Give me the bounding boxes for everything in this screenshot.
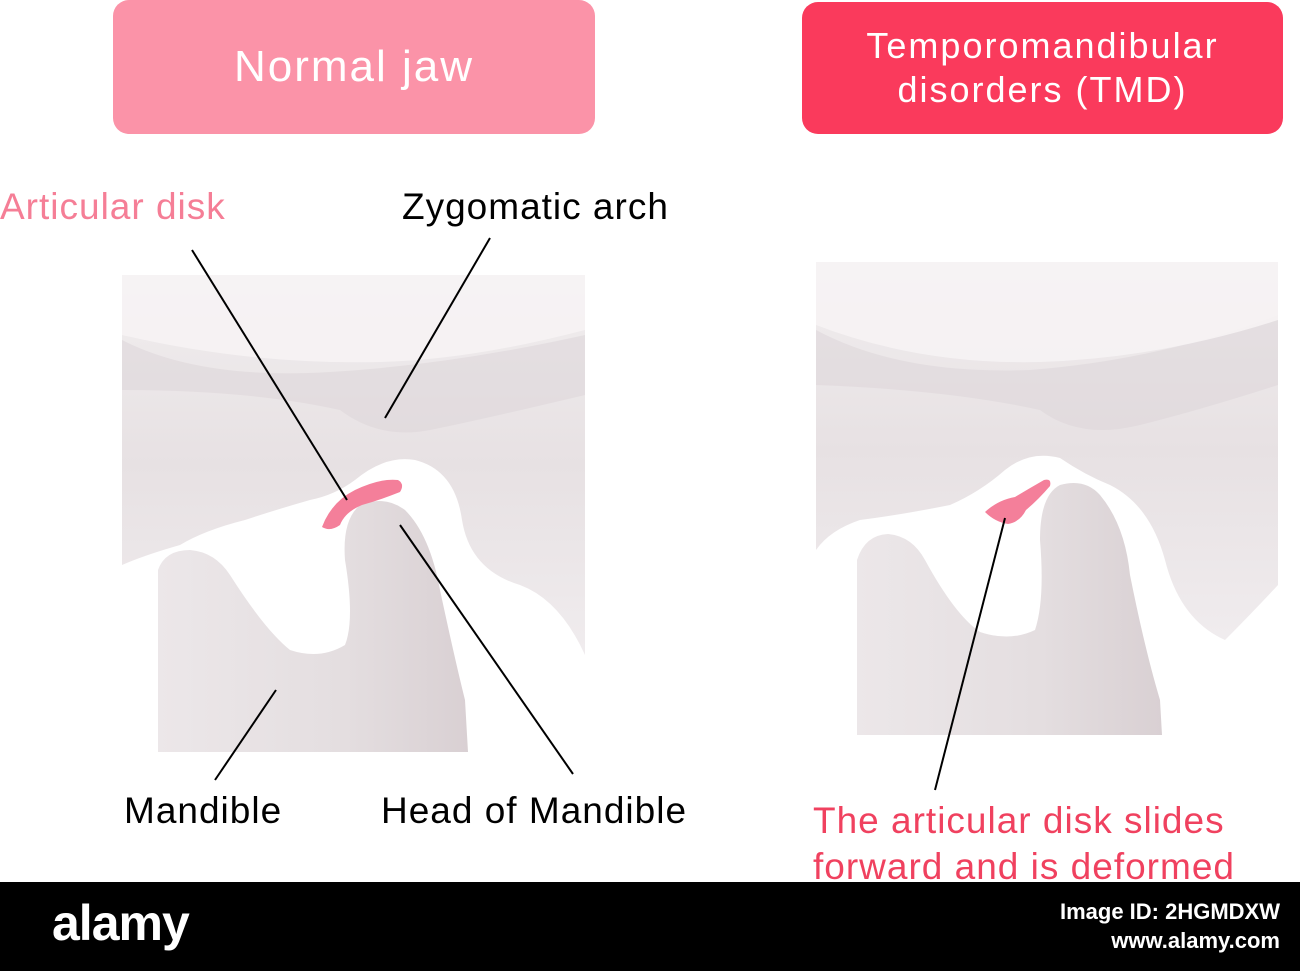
- normal-temporal-highlight: [122, 275, 585, 363]
- tmd-title-line1: Temporomandibular: [866, 25, 1219, 66]
- stock-logo: alamy: [52, 895, 190, 951]
- normal-jaw-header: Normal jaw: [113, 0, 595, 134]
- tmd-caption-line2: forward and is deformed: [813, 846, 1235, 882]
- tmd-header: Temporomandibular disorders (TMD): [802, 2, 1283, 134]
- head-of-mandible-label: Head of Mandible: [381, 790, 688, 831]
- tmd-mandible: [857, 482, 1162, 735]
- normal-jaw-illustration: [122, 237, 585, 781]
- tmd-illustration: [816, 262, 1278, 791]
- head-of-mandible-leader: [399, 524, 574, 775]
- jaw-diagram: [122, 237, 1278, 791]
- mandible-leader: [214, 689, 277, 781]
- mandible-label: Mandible: [124, 790, 283, 831]
- tmd-zygomatic-arch-shade: [816, 315, 1278, 430]
- articular-disk-leader: [191, 249, 348, 501]
- stock-image-info: Image ID: 2HGMDXW www.alamy.com: [1060, 897, 1280, 955]
- tmd-temporal-highlight: [816, 262, 1278, 363]
- stock-site: www.alamy.com: [1111, 928, 1280, 953]
- tmd-caption-line1: The articular disk slides: [813, 800, 1225, 841]
- tmd-articular-disk: [985, 479, 1051, 524]
- stock-image-id: Image ID: 2HGMDXW: [1059, 899, 1280, 924]
- normal-zygomatic-arch-shade: [122, 335, 585, 433]
- tmd-disk-leader: [934, 517, 1006, 791]
- normal-articular-disk: [322, 479, 403, 530]
- normal-jaw-title: Normal jaw: [233, 42, 475, 91]
- tmd-title-line2: disorders (TMD): [897, 69, 1188, 110]
- zygomatic-arch-leader: [384, 237, 491, 419]
- normal-mandible: [158, 501, 468, 752]
- zygomatic-arch-label: Zygomatic arch: [402, 186, 669, 227]
- stock-footer-bar: [0, 882, 1300, 971]
- articular-disk-label: Articular disk: [0, 186, 226, 227]
